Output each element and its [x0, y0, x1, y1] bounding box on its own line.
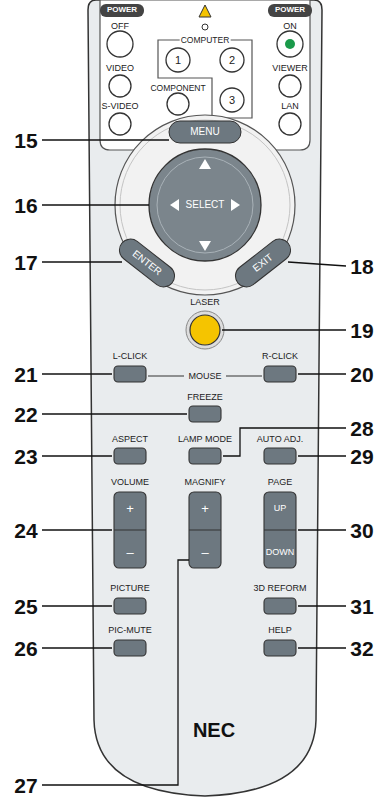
button-label: – — [200, 546, 209, 559]
callout-number: 27 — [13, 775, 38, 796]
callout-number: 32 — [349, 638, 374, 659]
button-label: + — [200, 502, 210, 515]
button-label: SELECT — [185, 200, 226, 210]
button-label: EXIT — [250, 252, 275, 275]
callout-number: 30 — [349, 520, 374, 541]
callout-number: 26 — [13, 638, 38, 659]
group-label: MOUSE — [187, 372, 222, 381]
button-label: MENU — [189, 127, 220, 137]
button-label: UP — [273, 504, 288, 513]
button-label: 3D REFORM — [252, 584, 307, 593]
callout-number: 19 — [349, 320, 374, 341]
button-label: S-VIDEO — [100, 102, 139, 111]
button-label: DOWN — [265, 548, 296, 557]
button-label: VIDEO — [105, 64, 135, 73]
button-label: 1 — [174, 55, 182, 66]
button-label: POWER — [106, 6, 138, 14]
callout-number: 24 — [13, 520, 38, 541]
callout-number: 23 — [13, 446, 38, 467]
button-label: 2 — [228, 55, 236, 66]
button-label: OFF — [110, 22, 130, 31]
callout-number: 18 — [349, 256, 374, 277]
button-label: ON — [282, 22, 298, 31]
callout-number: 29 — [349, 446, 374, 467]
callout-number: 21 — [13, 364, 38, 385]
button-label: PICTURE — [109, 584, 151, 593]
button-label: R-CLICK — [261, 352, 299, 361]
button-label: AUTO ADJ. — [256, 435, 304, 444]
callout-number: 16 — [13, 195, 38, 216]
callout-number: 25 — [13, 596, 38, 617]
callout-number: 28 — [349, 418, 374, 439]
button-label: + — [125, 502, 135, 515]
group-label: COMPUTER — [180, 36, 231, 45]
brand-logo: NEC — [192, 720, 236, 740]
button-label: ENTER — [130, 248, 164, 278]
callout-number: 20 — [349, 364, 374, 385]
callout-number: 22 — [13, 404, 38, 425]
button-label: ASPECT — [111, 435, 149, 444]
button-label: VIEWER — [271, 64, 309, 73]
button-label: HELP — [267, 626, 293, 635]
button-label: – — [125, 546, 134, 559]
button-label: LASER — [189, 298, 221, 307]
button-label: 3 — [228, 95, 236, 106]
button-label: PIC-MUTE — [107, 626, 153, 635]
button-label: LAN — [280, 102, 300, 111]
callout-number: 15 — [13, 130, 38, 151]
button-label: FREEZE — [186, 393, 224, 402]
callout-number: 31 — [349, 596, 374, 617]
button-label: VOLUME — [110, 478, 150, 487]
button-label: COMPONENT — [149, 84, 206, 93]
button-label: L-CLICK — [112, 352, 149, 361]
button-label: PAGE — [267, 478, 293, 487]
button-label: LAMP MODE — [177, 435, 233, 444]
button-label: POWER — [274, 6, 306, 14]
button-label: MAGNIFY — [183, 478, 226, 487]
callout-number: 17 — [13, 252, 38, 273]
